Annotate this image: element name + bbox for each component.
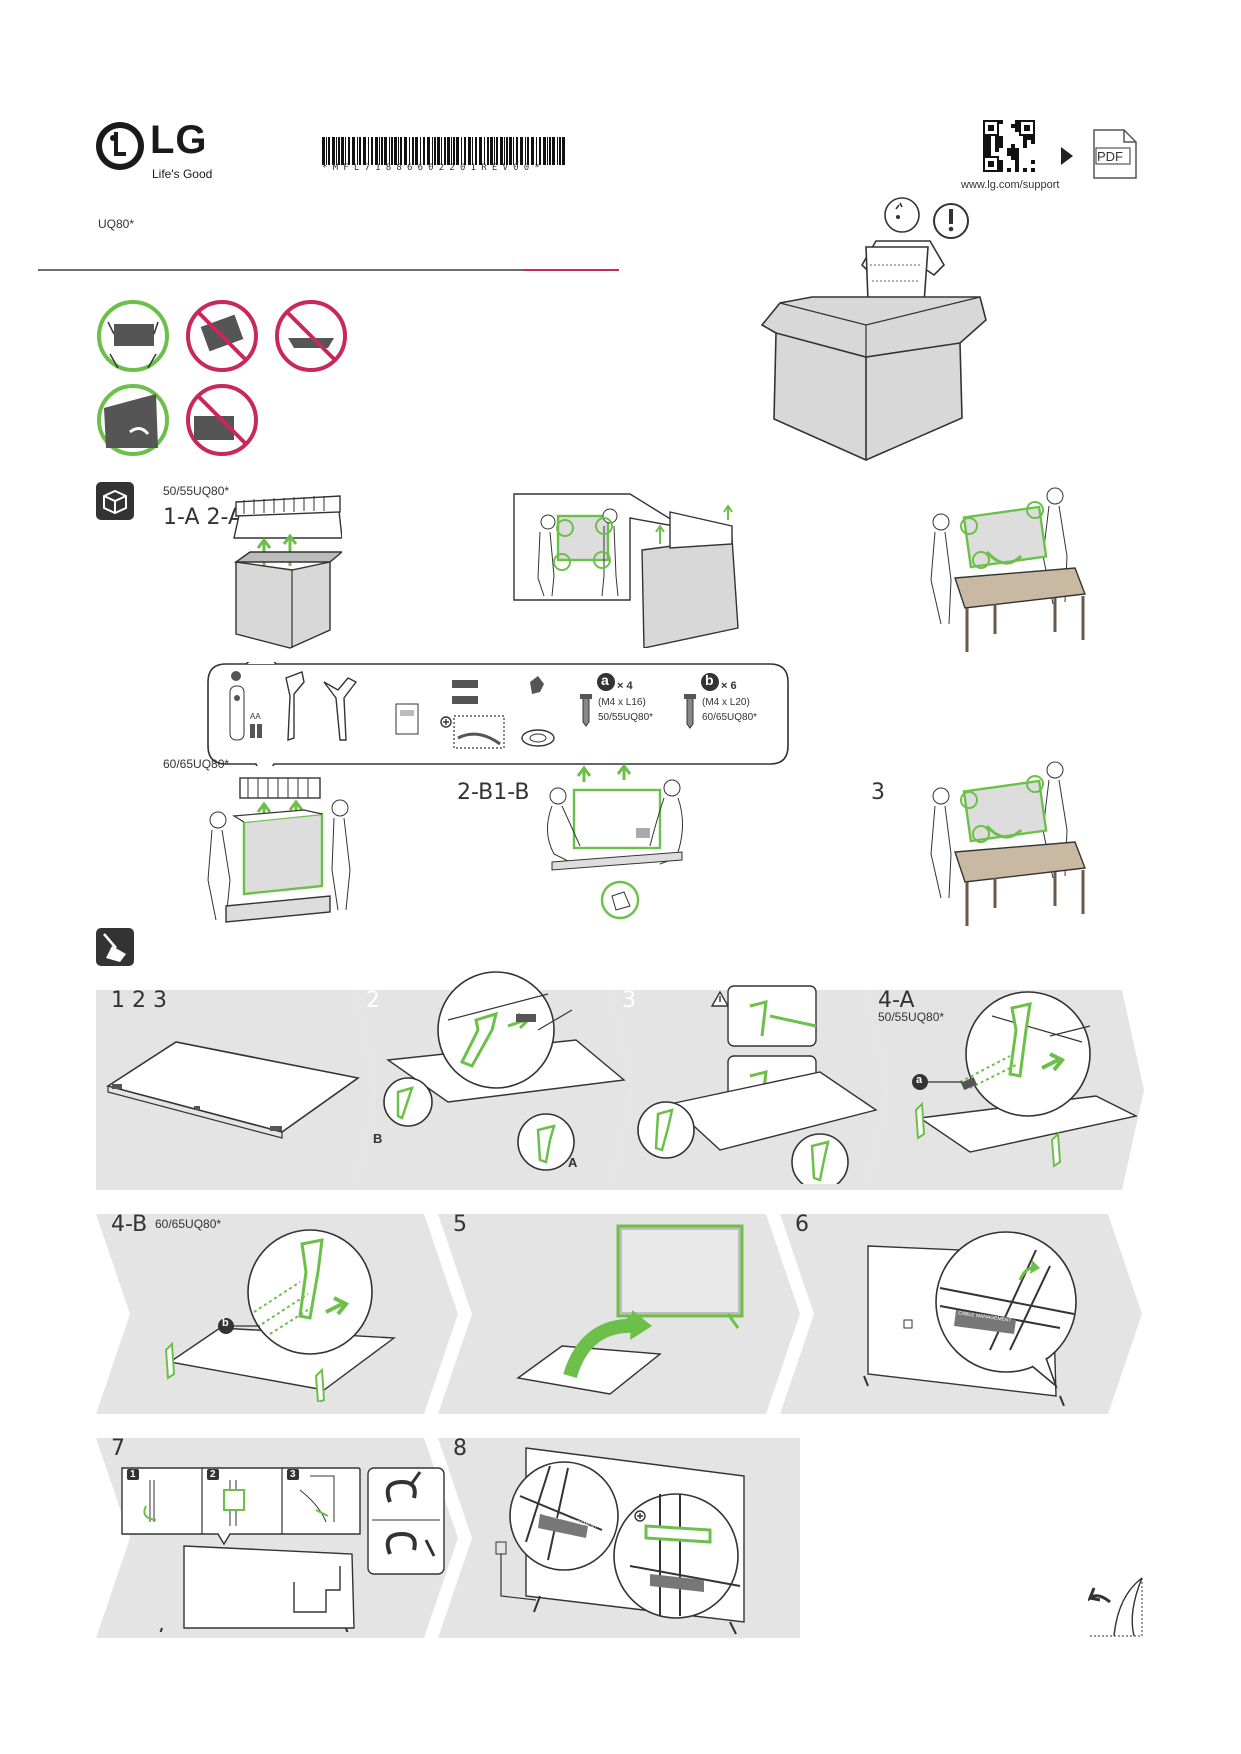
unpack-large-box (204, 770, 354, 930)
screw-a-size: (M4 x L16) (598, 697, 646, 708)
handling-no-upright (186, 300, 258, 372)
step-label-3: 3 (622, 988, 636, 1013)
exclamation-icon (933, 203, 969, 239)
lift-from-base (532, 762, 692, 932)
step3-label: 3 (871, 780, 885, 805)
screw-b (684, 673, 719, 729)
box-icon (96, 482, 134, 520)
duster-icon (96, 928, 134, 966)
pdf-document[interactable]: PDF (1092, 128, 1138, 180)
barcode-icon (322, 137, 565, 165)
step-label-2: 2 (366, 988, 380, 1013)
cable-holders (440, 680, 505, 749)
step-label-8: 8 (453, 1436, 467, 1461)
box-section-icon (96, 482, 134, 520)
stand-leg-b (323, 677, 358, 741)
stand-leg-a (285, 671, 305, 741)
unpack-warning-illustration (750, 195, 990, 465)
screw-a (580, 673, 615, 727)
step-4b-screws (150, 1222, 400, 1402)
step-label-4b: 4-B (111, 1212, 148, 1237)
step-6-cable-management (860, 1226, 1100, 1406)
step-4a-screw-letter: a (916, 1074, 923, 1086)
step-7-substep-2: 2 (207, 1469, 219, 1480)
screw-a-model: 50/55UQ80* (598, 712, 654, 723)
handling-no-flat (275, 300, 347, 372)
step-8-cable-management (490, 1446, 760, 1636)
model-large-label: 60/65UQ80* (163, 757, 230, 771)
barcode-text: *MFL71886602201REV00* (322, 163, 545, 173)
place-on-table-bottom (925, 758, 1095, 928)
duster-section-icon (96, 928, 134, 966)
handling-icons (96, 298, 356, 458)
qr-code-icon[interactable] (983, 120, 1035, 172)
screw-a-letter: a (601, 672, 609, 688)
brand-name: LG (150, 118, 208, 162)
header-rule (38, 269, 523, 271)
cable-clip (521, 676, 555, 747)
step-label-7: 7 (111, 1436, 125, 1461)
step-label-4a: 4-A (878, 988, 915, 1013)
sequence-large-label: 2-B1-B (457, 780, 530, 805)
model-number: UQ80* (98, 217, 135, 231)
unpack-callout-two-people (510, 488, 750, 648)
model-small-label: 50/55UQ80* (163, 484, 230, 498)
support-url[interactable]: www.lg.com/support (961, 179, 1060, 191)
step-1-tv-facedown (104, 1040, 364, 1140)
step-7-cable-routing (120, 1462, 450, 1632)
step-4b-screw-letter: b (222, 1317, 229, 1329)
accessories-bubble (206, 662, 790, 766)
step-7-substep-1: 1 (127, 1469, 139, 1480)
page-turn-icon[interactable] (1088, 1576, 1144, 1638)
header-rule-accent (523, 269, 619, 271)
arrow-right (1060, 146, 1074, 166)
step-2-attach-legs (368, 970, 628, 1180)
step-4b-model: 60/65UQ80* (155, 1217, 222, 1231)
page-turn[interactable] (1088, 1576, 1144, 1638)
screw-a-count: × 4 (617, 680, 633, 692)
step-4a-screws (900, 986, 1140, 1186)
place-on-table-top (925, 484, 1095, 654)
pdf-icon[interactable] (1092, 128, 1138, 180)
callout-b: B (373, 1131, 383, 1146)
lg-logo (94, 120, 146, 172)
handling-no-touch-screen (186, 384, 258, 456)
box-open-small (232, 490, 342, 650)
qr-code[interactable] (983, 120, 1035, 172)
step-5-stand-up (506, 1222, 766, 1402)
step-label-1-2-3: 1 2 3 (111, 988, 167, 1013)
barcode (322, 137, 567, 165)
handling-ok-hold-edge (97, 384, 169, 456)
manual (395, 703, 419, 735)
battery-label: AA (250, 712, 261, 721)
step-label-5: 5 (453, 1212, 467, 1237)
callout-a: A (568, 1155, 578, 1170)
handling-ok-carry (97, 300, 169, 372)
lg-logo-icon (96, 122, 144, 170)
step-7-substep-3: 3 (287, 1469, 299, 1480)
step-label-6: 6 (795, 1212, 809, 1237)
step-4a-model: 50/55UQ80* (878, 1010, 945, 1024)
tagline: Life's Good (152, 167, 213, 181)
screw-b-letter: b (705, 672, 714, 688)
screw-b-model: 60/65UQ80* (702, 712, 758, 723)
pdf-label: PDF (1097, 149, 1123, 164)
warning-icon (710, 990, 730, 1007)
accessories-items (220, 668, 780, 760)
screw-b-size: (M4 x L20) (702, 697, 750, 708)
step-3-lock-legs (620, 984, 880, 1184)
remote-control (229, 671, 262, 741)
screw-b-count: × 6 (721, 680, 737, 692)
arrow-right-icon (1061, 147, 1073, 165)
